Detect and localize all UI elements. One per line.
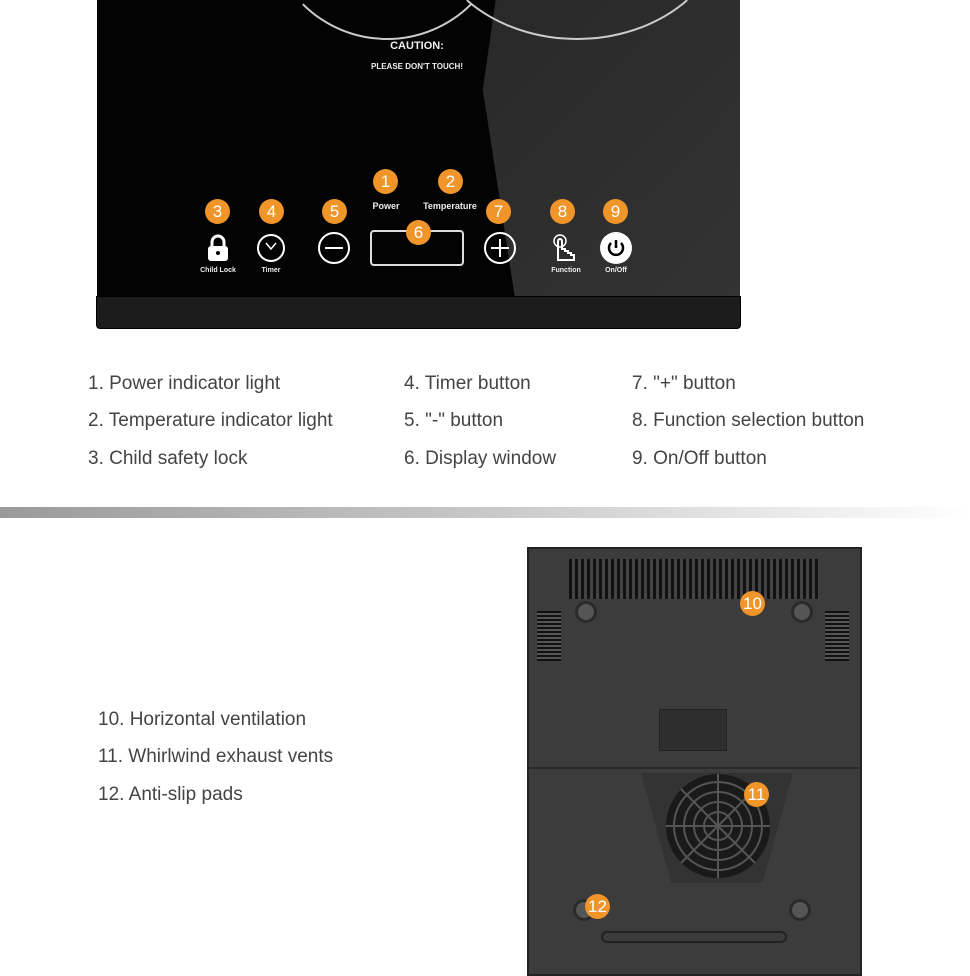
timer-clock-icon[interactable] — [256, 233, 286, 263]
function-label: Function — [551, 267, 581, 274]
badge-10: 10 — [740, 591, 765, 616]
legend-item: 3. Child safety lock — [88, 448, 248, 469]
badge-4: 4 — [259, 199, 284, 224]
legend-item: 9. On/Off button — [632, 448, 767, 469]
legend-item: 11. Whirlwind exhaust vents — [98, 746, 334, 767]
badge-5: 5 — [322, 199, 347, 224]
badge-6: 6 — [406, 220, 431, 245]
badge-2: 2 — [438, 169, 463, 194]
legend-item: 8. Function selection button — [632, 410, 865, 431]
badge-7: 7 — [486, 199, 511, 224]
side-vent-right — [825, 611, 849, 661]
section-divider — [0, 507, 970, 518]
lock-icon[interactable] — [205, 233, 231, 263]
legend-item: 2. Temperature indicator light — [88, 410, 333, 431]
badge-1: 1 — [373, 169, 398, 194]
onoff-label: On/Off — [605, 267, 627, 274]
foot-pad — [575, 601, 597, 623]
temperature-label: Temperature — [423, 201, 477, 211]
legend-item: 4. Timer button — [404, 373, 531, 394]
anti-slip-pad — [789, 899, 811, 921]
legend-item: 12. Anti-slip pads — [98, 784, 243, 805]
cooktop-control-panel: CAUTION: PLEASE DON'T TOUCH! 1 2 Power T… — [97, 0, 740, 298]
badge-8: 8 — [550, 199, 575, 224]
function-hand-icon[interactable] — [549, 233, 579, 263]
child-lock-label: Child Lock — [200, 267, 236, 274]
legend-item: 5. "-" button — [404, 410, 504, 431]
badge-12: 12 — [585, 894, 610, 919]
panel-seam — [529, 767, 860, 769]
legend-item: 1. Power indicator light — [88, 373, 281, 394]
exhaust-fan-grille — [666, 774, 770, 878]
legend-item: 6. Display window — [404, 448, 557, 469]
cooktop-base-trim — [96, 296, 741, 329]
timer-label: Timer — [261, 267, 281, 274]
power-icon[interactable] — [599, 231, 633, 265]
caution-title: CAUTION: — [390, 40, 444, 52]
badge-3: 3 — [205, 199, 230, 224]
side-vent-left — [537, 611, 561, 661]
legend-item: 7. "+" button — [632, 373, 736, 394]
power-label: Power — [372, 201, 400, 211]
horizontal-ventilation — [569, 559, 819, 599]
badge-9: 9 — [603, 199, 628, 224]
legend-item: 10. Horizontal ventilation — [98, 709, 307, 730]
minus-icon[interactable] — [317, 231, 351, 265]
label-plate — [659, 709, 727, 751]
cooktop-underside: 10 11 12 — [527, 547, 862, 976]
foot-pad — [791, 601, 813, 623]
caution-text: PLEASE DON'T TOUCH! — [371, 62, 463, 71]
cooking-zone-ring — [267, 0, 507, 40]
cooking-zone-ring-right — [427, 0, 727, 40]
handle-slot — [601, 931, 787, 943]
plus-icon[interactable] — [483, 231, 517, 265]
badge-11: 11 — [744, 782, 769, 807]
